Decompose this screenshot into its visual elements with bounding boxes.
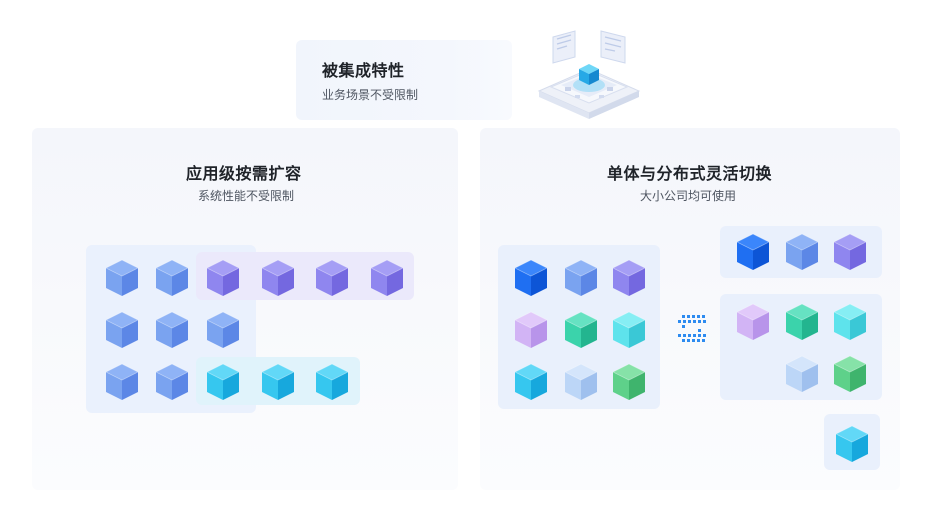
cube-icon: [103, 258, 141, 298]
section-title: 应用级按需扩容: [186, 164, 302, 183]
cube-icon: [562, 310, 600, 350]
cube-icon: [512, 362, 550, 402]
cube-icon: [204, 362, 242, 402]
cube-icon: [783, 354, 821, 394]
cube-icon: [831, 302, 869, 342]
cube-icon: [833, 424, 871, 464]
cube-icon: [783, 302, 821, 342]
cube-icon: [153, 362, 191, 402]
section-title: 单体与分布式灵活切换: [607, 164, 773, 183]
cube-icon: [610, 258, 648, 298]
cube-icon: [204, 310, 242, 350]
bidirectional-arrows-icon: [678, 315, 706, 342]
cube-icon: [562, 258, 600, 298]
section-subtitle: 系统性能不受限制: [198, 189, 295, 203]
cube-icon: [783, 232, 821, 272]
cube-icon: [734, 232, 772, 272]
cube-icon: [313, 258, 351, 298]
section-subtitle: 大小公司均可使用: [640, 189, 737, 203]
feature-card-integration: 被集成特性 业务场景不受限制: [296, 40, 512, 120]
cube-icon: [512, 310, 550, 350]
cube-icon: [204, 258, 242, 298]
cube-icon: [259, 258, 297, 298]
cube-icon: [259, 362, 297, 402]
cube-icon: [831, 354, 869, 394]
cube-icon: [831, 232, 869, 272]
cube-icon: [562, 362, 600, 402]
server-platform-illustration-icon: [537, 30, 641, 119]
cube-icon: [610, 310, 648, 350]
cube-icon: [734, 302, 772, 342]
cube-icon: [313, 362, 351, 402]
cube-icon: [153, 310, 191, 350]
card-title: 被集成特性: [322, 61, 405, 80]
cube-icon: [512, 258, 550, 298]
cube-icon: [610, 362, 648, 402]
cube-icon: [368, 258, 406, 298]
cube-icon: [103, 310, 141, 350]
card-subtitle: 业务场景不受限制: [322, 88, 419, 102]
cube-icon: [103, 362, 141, 402]
cube-icon: [153, 258, 191, 298]
